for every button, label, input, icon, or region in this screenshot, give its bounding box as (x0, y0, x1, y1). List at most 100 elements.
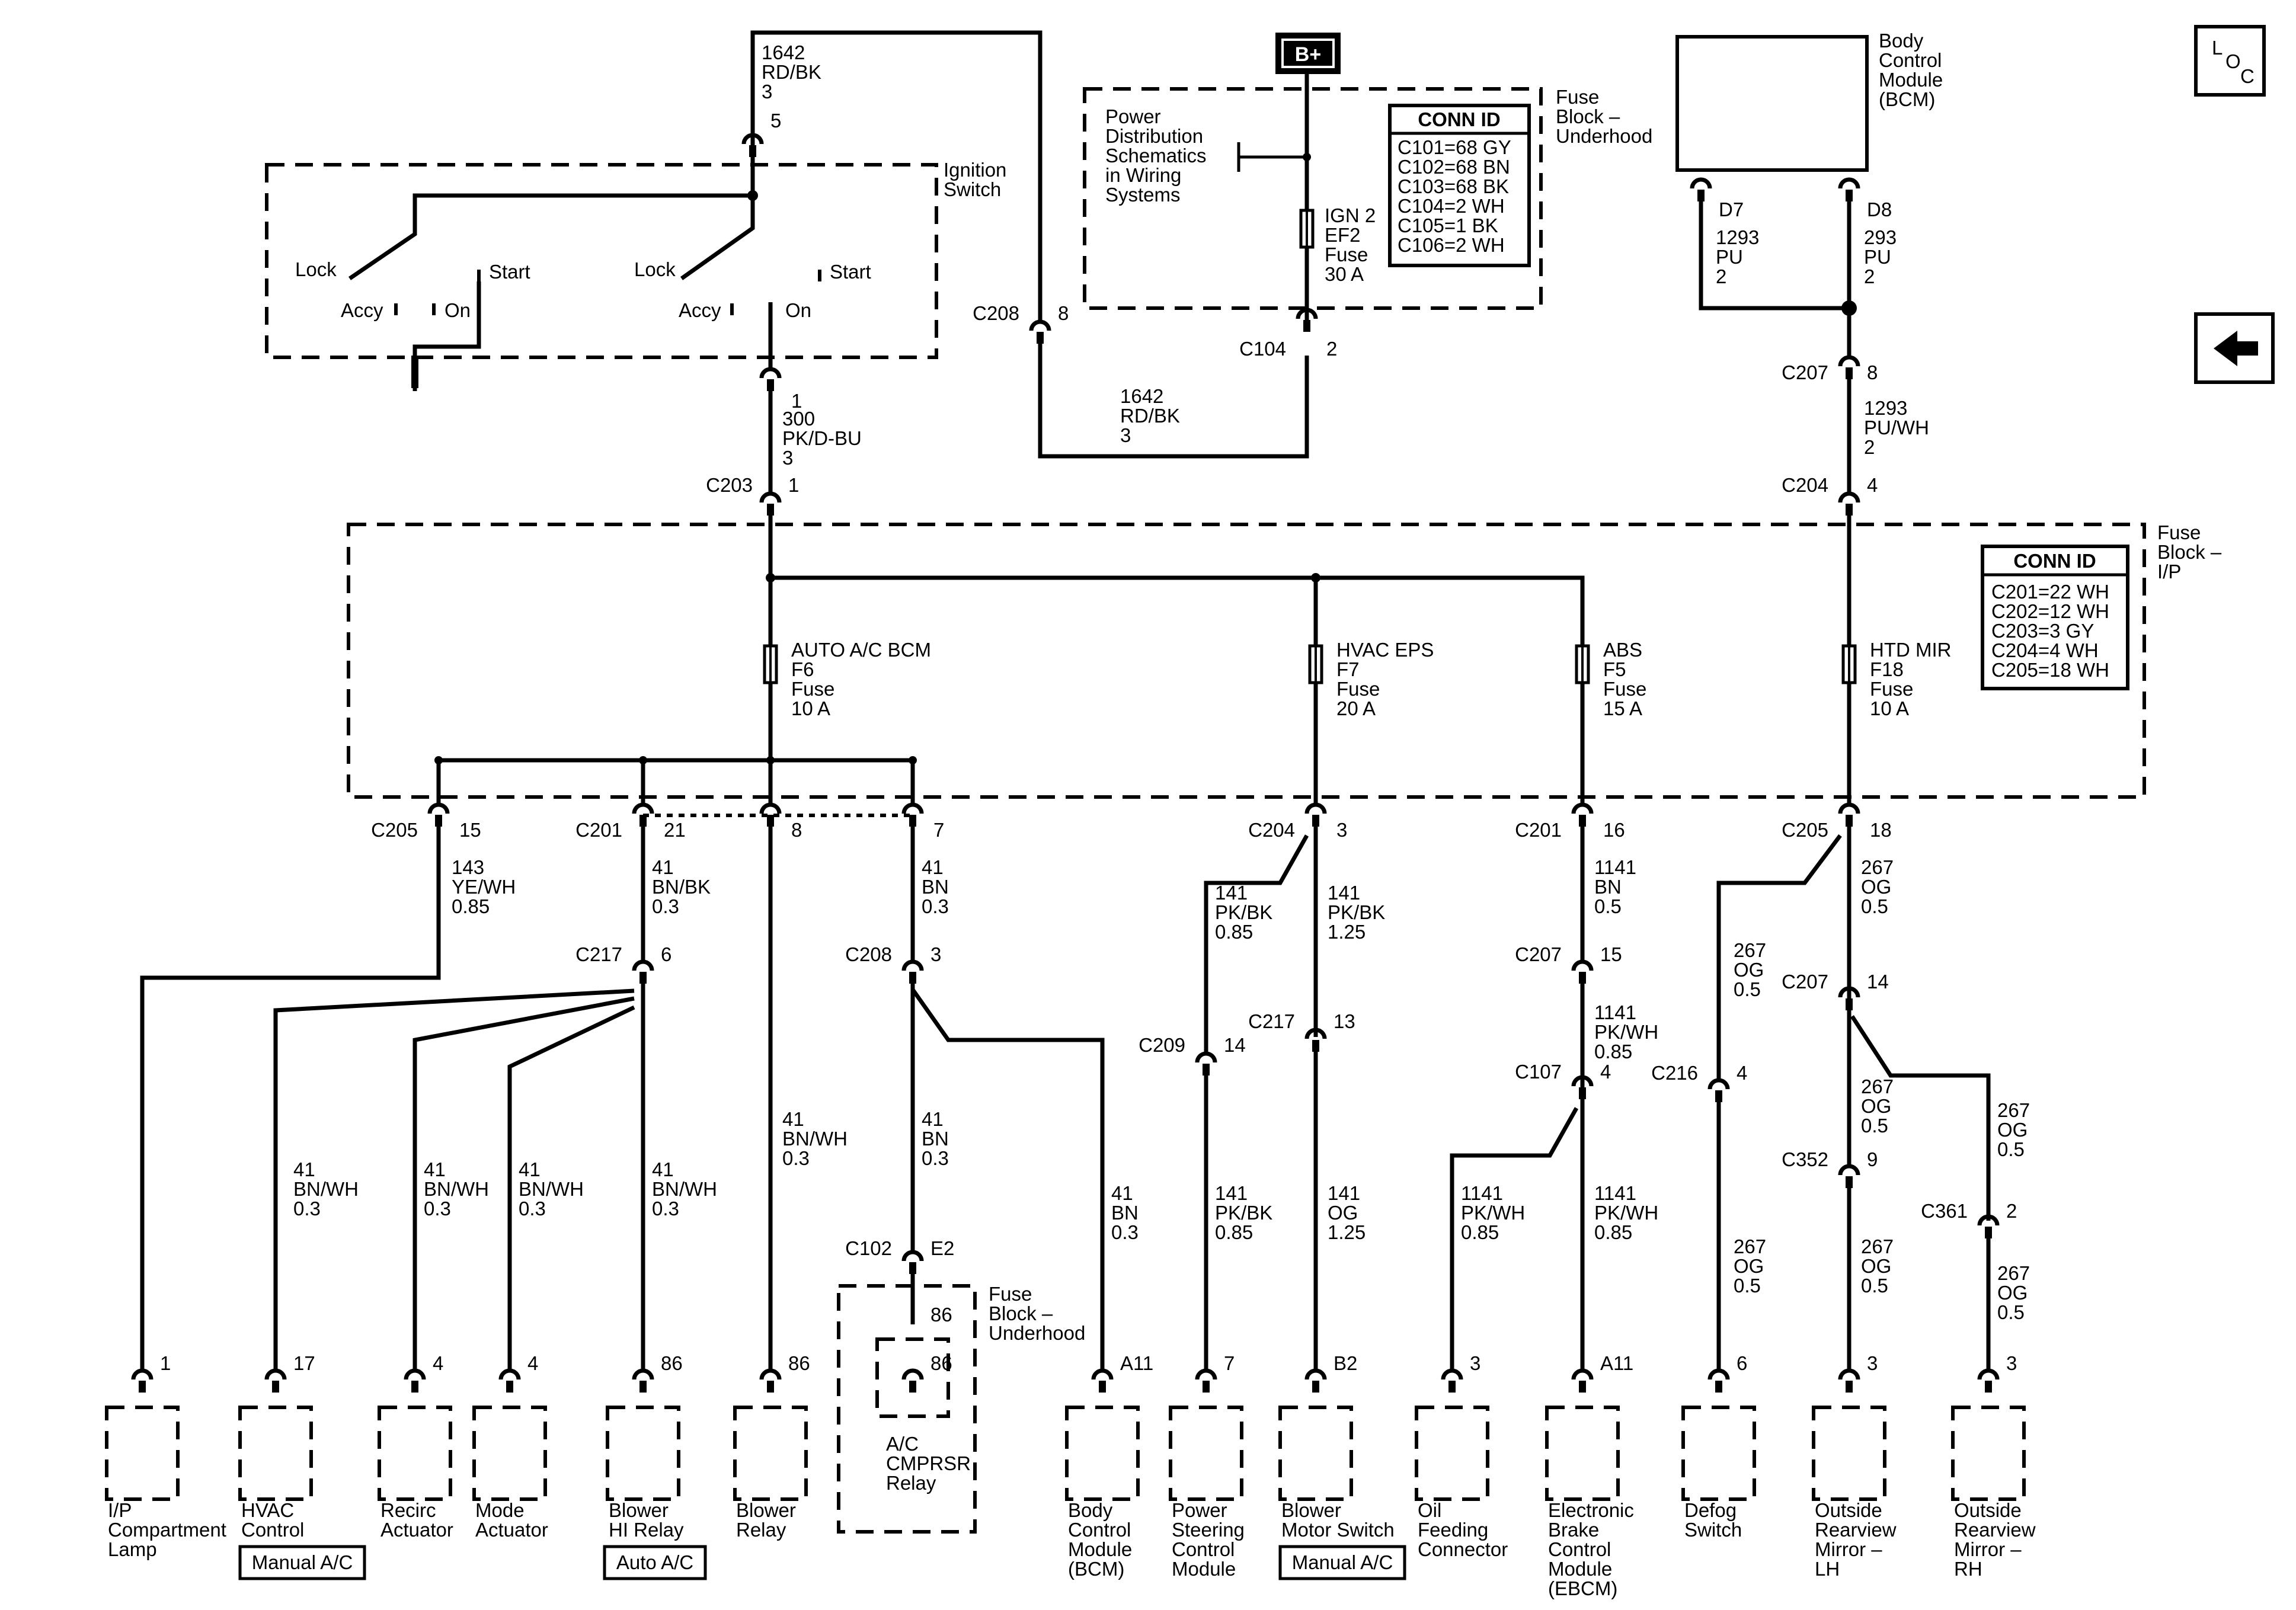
c204_b-pin-label: 3 (1336, 819, 1347, 841)
symbols: LOC (105, 25, 2275, 1580)
bcm-top-box (1675, 35, 1869, 172)
component-connector-7 (1091, 1368, 1114, 1380)
connector-c102 (901, 1250, 924, 1262)
c217-a-label: C217 (575, 943, 622, 965)
accy-right-label: Accy (679, 299, 721, 321)
conn-id-title-ip: CONN ID (2013, 550, 2096, 572)
c204_b-label: C204 (1248, 819, 1295, 841)
c209-label: C209 (1139, 1034, 1185, 1056)
connector-pin7 (901, 802, 924, 814)
component-pin-5: 86 (788, 1352, 810, 1374)
conn-id-underhood-1: C102=68 BN (1398, 156, 1510, 178)
bcm-splice (1841, 300, 1857, 316)
connector-c208-b (901, 959, 924, 971)
location-icon[interactable]: LOC (2194, 25, 2266, 97)
component-connector-0 (131, 1368, 154, 1380)
component-box-2 (378, 1406, 452, 1501)
c216-label: C216 (1651, 1062, 1698, 1084)
c201_a-pin-label: 21 (664, 819, 686, 841)
c204-top-label: C204 (1782, 474, 1828, 496)
connector-d7 (1690, 177, 1712, 189)
wires (140, 30, 1991, 1369)
c102-pin-label: E2 (930, 1237, 954, 1259)
lock-right-label: Lock (634, 258, 676, 280)
c217-b-pin-label: 13 (1334, 1010, 1355, 1032)
f6-splice-0 (434, 756, 443, 764)
component-box-12 (1681, 1406, 1756, 1501)
c208-top-pin-label: 8 (1058, 302, 1069, 324)
connector-pin8 (759, 802, 782, 814)
c201_b-pin-label: 16 (1603, 819, 1625, 841)
conn-id-underhood-2: C103=68 BK (1398, 175, 1509, 197)
wire-to-recirc (412, 996, 635, 1369)
back-arrow-icon[interactable] (2194, 312, 2275, 384)
c201_b-label: C201 (1515, 819, 1562, 841)
switch-left-return (412, 281, 481, 391)
connector-c201_a (632, 802, 654, 814)
connector-c217-b (1304, 1028, 1327, 1039)
connector-c205_b (1838, 802, 1860, 814)
wire-to-mode (507, 1005, 635, 1369)
f6-splice-1 (639, 756, 647, 764)
c102-label: C102 (845, 1237, 892, 1259)
c216-pin-label: 4 (1737, 1062, 1747, 1084)
on-left-label: On (445, 299, 471, 321)
component-pin-8: 7 (1224, 1352, 1235, 1374)
component-box-8 (1169, 1406, 1243, 1501)
component-box-10 (1415, 1406, 1489, 1501)
component-pin-1: 17 (293, 1352, 315, 1374)
connector-c217-a (632, 959, 654, 971)
component-box-6 (875, 1337, 950, 1418)
component-connector-6 (901, 1368, 924, 1380)
wire-1642-top (750, 30, 1043, 320)
ac-relay-pin-label: 86 (930, 1304, 952, 1326)
switch-right-blade (680, 196, 755, 280)
c205_b-label: C205 (1782, 819, 1828, 841)
pin-1-label: 1 (791, 390, 802, 412)
component-box-11 (1545, 1406, 1620, 1501)
component-pin-9: B2 (1334, 1352, 1357, 1374)
c361-pin-label: 2 (2006, 1200, 2017, 1222)
wire-to-oil (1450, 1107, 1579, 1369)
component-pin-14: 3 (2006, 1352, 2017, 1374)
conn-id-underhood-3: C104=2 WH (1398, 195, 1505, 217)
blower-switch-manual-ac-tag-label: Manual A/C (1292, 1551, 1393, 1573)
component-pin-10: 3 (1470, 1352, 1480, 1374)
component-box-13 (1812, 1406, 1886, 1501)
b-plus-inner (1281, 39, 1335, 68)
ip-bus (770, 575, 1585, 646)
component-pin-11: A11 (1600, 1352, 1633, 1374)
component-box-4 (606, 1406, 680, 1501)
c217-b-label: C217 (1248, 1010, 1295, 1032)
b-plus-splice (1303, 153, 1311, 161)
blower-switch-manual-ac-tag (1278, 1545, 1406, 1580)
f6-splice-3 (909, 756, 917, 764)
component-connector-4 (632, 1368, 654, 1380)
connector-ignition-5 (741, 133, 764, 145)
blower-hi-auto-ac-tag-label: Auto A/C (616, 1551, 693, 1573)
c207-c-label: C207 (1782, 971, 1828, 993)
ignition-switch-outline (265, 163, 938, 359)
c208-b-label: C208 (845, 943, 892, 965)
